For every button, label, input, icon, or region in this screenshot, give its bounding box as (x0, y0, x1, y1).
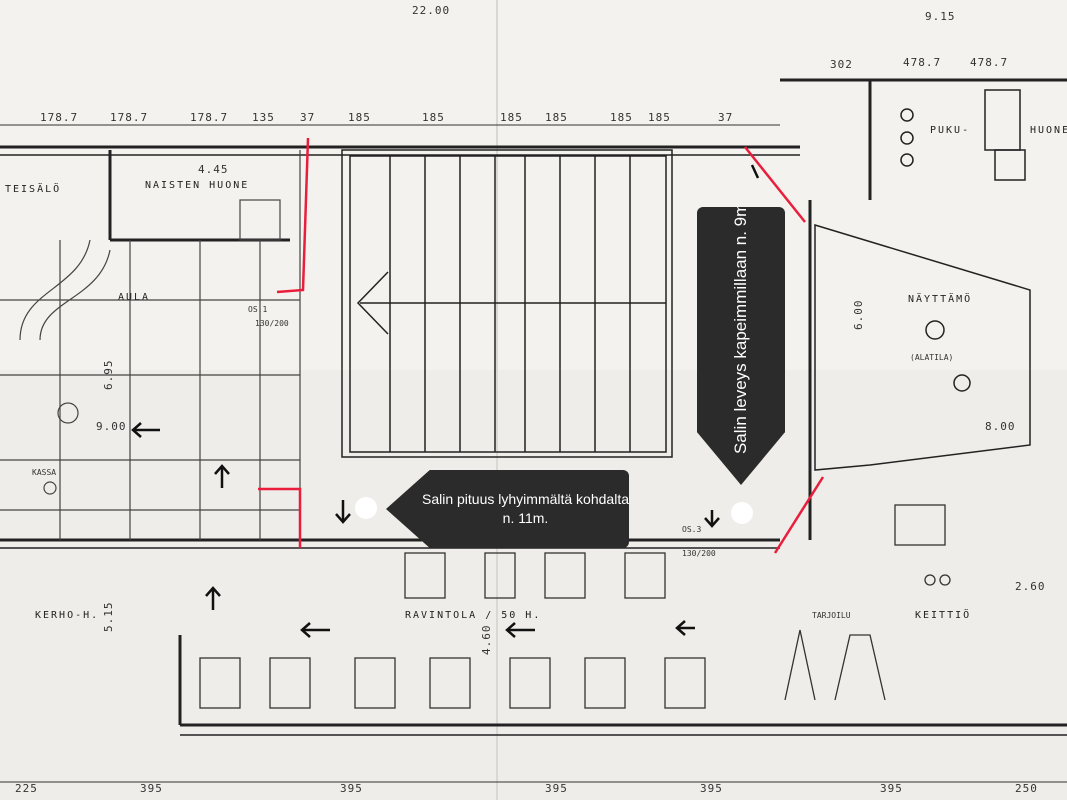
length-annotation-text: Salin pituus lyhyimmältä kohdalta n. 11m… (422, 491, 629, 526)
top-dim-label: 185 (545, 111, 568, 124)
top-dim-label: 178.7 (40, 111, 78, 124)
label-naisten-huone: NAISTEN HUONE (145, 180, 249, 191)
top-dim-label: 185 (648, 111, 671, 124)
top-dim-label: 478.7 (970, 56, 1008, 69)
label-ravintola: RAVINTOLA / 50 H. (405, 610, 541, 621)
bottom-dim-label: 250 (1015, 782, 1038, 795)
bottom-dim-label: 225 (15, 782, 38, 795)
dim-445: 4.45 (198, 163, 229, 176)
label-huone: HUONE (1030, 125, 1067, 136)
red-markup-lines (258, 137, 825, 554)
width-annotation-callout: Salin leveys kapeimmillaan n. 9m. (697, 207, 785, 485)
header-dim-302: 302 (830, 58, 853, 71)
dim-800: 8.00 (985, 420, 1016, 433)
dim-900: 9.00 (96, 420, 127, 433)
dim-260: 2.60 (1015, 580, 1046, 593)
top-dim-label: 178.7 (110, 111, 148, 124)
top-dim-label: 135 (252, 111, 275, 124)
label-kassa: KASSA (32, 468, 56, 477)
width-annotation-text: Salin leveys kapeimmillaan n. 9m. (731, 197, 750, 455)
label-kerho: KERHO-H. (35, 610, 99, 621)
label-os3: OS.3 (682, 525, 701, 534)
bottom-dim-label: 395 (700, 782, 723, 795)
bottom-dim-label: 395 (140, 782, 163, 795)
label-os1: OS.1 (248, 305, 267, 314)
label-os1-size: 130/200 (255, 319, 289, 328)
top-dim-label: 185 (348, 111, 371, 124)
header-dim-915: 9.15 (925, 10, 956, 23)
label-alatila: (ALATILA) (910, 353, 953, 362)
tables (199, 504, 951, 709)
top-dim-label: 185 (500, 111, 523, 124)
dim-460: 4.60 (480, 625, 493, 656)
label-keittio: KEITTIÖ (915, 608, 971, 621)
bottom-dim-label: 395 (880, 782, 903, 795)
bottom-dimension-labels: 225 395 395 395 395 395 250 (15, 782, 1038, 795)
top-dimension-labels: 178.7 178.7 178.7 135 37 185 185 185 185 185 185 37… (40, 56, 1008, 124)
top-dim-label: 37 (718, 111, 733, 124)
label-teisalo: TEISÄLÖ (5, 182, 61, 195)
top-dim-label: 185 (422, 111, 445, 124)
top-dim-label: 478.7 (903, 56, 941, 69)
label-aula: AULA (118, 292, 150, 303)
measurement-marker-right[interactable] (731, 502, 753, 524)
top-dim-label: 37 (300, 111, 315, 124)
label-tarjoilu: TARJOILU (812, 611, 851, 620)
length-annotation-callout: Salin pituus lyhyimmältä kohdalta n. 11m… (386, 470, 629, 548)
dim-515: 5.15 (102, 602, 115, 633)
label-nayttamo: NÄYTTÄMÖ (908, 292, 972, 305)
stage-grid (341, 149, 673, 458)
dim-600: 6.00 (852, 300, 865, 331)
bottom-dim-label: 395 (545, 782, 568, 795)
top-dim-label: 185 (610, 111, 633, 124)
top-dim-label: 178.7 (190, 111, 228, 124)
header-dim-22: 22.00 (412, 4, 450, 17)
dim-695: 6.95 (102, 360, 115, 391)
bottom-dim-label: 395 (340, 782, 363, 795)
measurement-marker-left[interactable] (355, 497, 377, 519)
label-os3-size: 130/200 (682, 549, 716, 558)
label-puku: PUKU- (930, 125, 970, 136)
